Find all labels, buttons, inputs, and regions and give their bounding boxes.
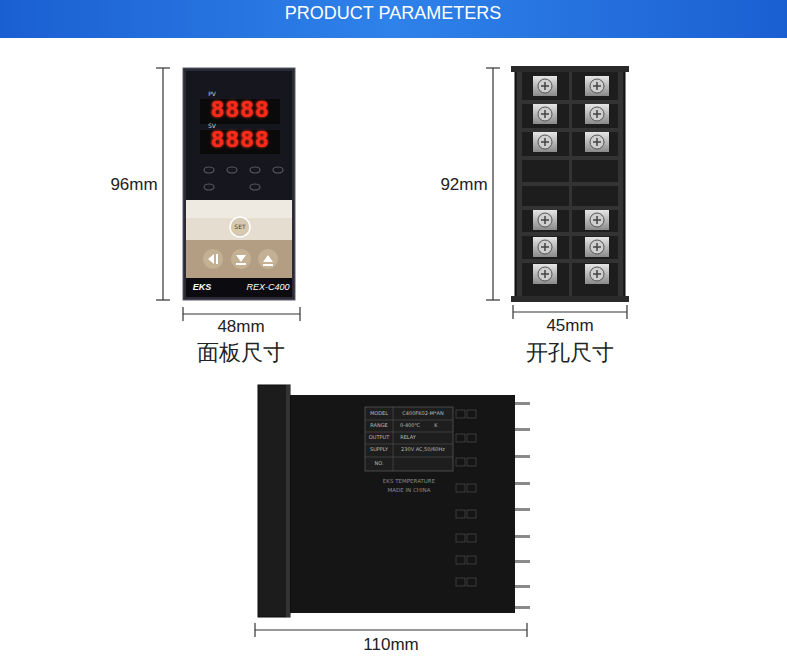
button-label: SET <box>234 224 245 231</box>
display-label: SV <box>208 123 216 130</box>
view-caption: 面板尺寸 <box>197 341 285 365</box>
view-caption: 开孔尺寸 <box>526 341 614 365</box>
front-panel <box>183 68 295 300</box>
dimension-label: 92mm <box>440 176 487 195</box>
terminal-block <box>511 66 629 302</box>
dimension-label: 48mm <box>217 318 264 337</box>
display-digits: 8888 <box>210 99 269 124</box>
spec-value: RELAY <box>400 435 416 441</box>
spec-value: K <box>434 423 437 429</box>
dimension-label: 110mm <box>363 636 418 655</box>
title-banner <box>0 0 787 38</box>
brand-logo: EKS <box>193 283 212 293</box>
spec-key: RANGE <box>370 423 387 429</box>
spec-value: C400FK02-M*AN <box>402 411 443 417</box>
dimension-lines <box>156 68 627 637</box>
spec-key: MODEL <box>370 411 388 417</box>
side-view <box>258 385 530 617</box>
spec-value: 0-400℃ <box>400 423 420 429</box>
display-digits: 8888 <box>210 129 269 154</box>
model-name: REX-C400 <box>246 283 289 293</box>
page-title: PRODUCT PARAMETERS <box>285 4 501 24</box>
display-label: PV <box>208 91 216 98</box>
maker-note: MADE IN CHINA <box>388 487 431 493</box>
spec-key: NO. <box>374 461 383 467</box>
maker-note: EKS TEMPERATURE <box>383 478 435 484</box>
spec-key: OUTPUT <box>369 435 389 441</box>
dimension-label: 45mm <box>546 317 593 336</box>
spec-value: 230V AC,50/60Hz <box>401 447 445 453</box>
spec-key: SUPPLY <box>370 447 388 453</box>
dimension-label: 96mm <box>110 176 157 195</box>
